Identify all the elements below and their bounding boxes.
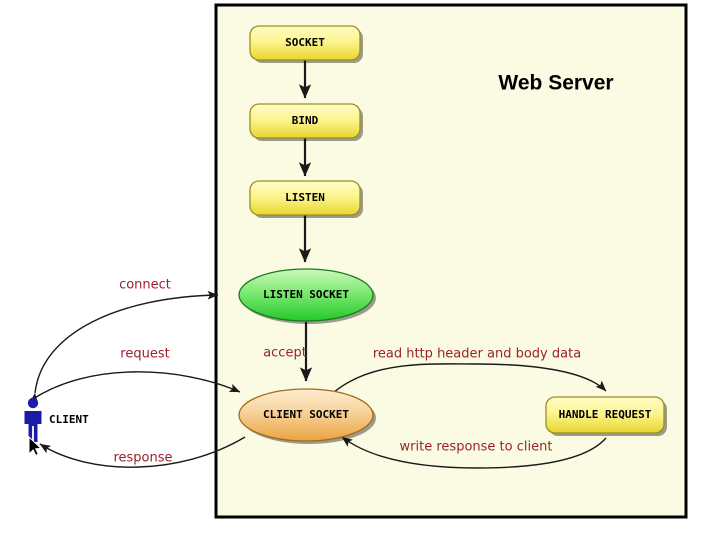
node-client-socket-ellipse (238, 388, 374, 442)
edge-write-response-line (341, 436, 607, 469)
node-handle-request-label: HANDLE REQUEST (559, 408, 652, 421)
node-handle-request-rect (545, 396, 665, 434)
node-bind-label: BIND (292, 114, 319, 127)
node-client-socket[interactable]: CLIENT SOCKET (238, 388, 376, 444)
node-socket-rect (249, 25, 361, 61)
mouse-pointer-shape (28, 435, 43, 457)
edge-request: request (32, 347, 241, 400)
node-listen[interactable]: LISTEN (249, 180, 363, 218)
edge-label-response: response (113, 451, 172, 466)
node-handle-request[interactable]: HANDLE REQUEST (545, 396, 667, 436)
edge-write-response: write response to client (341, 436, 607, 469)
edge-connect: connect (29, 278, 219, 404)
node-socket-label: SOCKET (285, 36, 325, 49)
mouse-pointer-icon (28, 435, 43, 457)
edge-label-connect: connect (119, 278, 171, 293)
edge-response-line (39, 436, 246, 468)
edge-response: response (39, 436, 246, 468)
edge-label-accept: accept (263, 346, 307, 361)
node-socket[interactable]: SOCKET (249, 25, 363, 63)
person-icon (24, 397, 42, 442)
node-listen-socket[interactable]: LISTEN SOCKET (238, 268, 376, 324)
node-bind-rect (249, 103, 361, 139)
node-listen-label: LISTEN (285, 191, 325, 204)
edge-label-write-response: write response to client (400, 440, 553, 455)
node-listen-socket-ellipse (238, 268, 374, 322)
node-listen-socket-label: LISTEN SOCKET (263, 288, 349, 301)
edge-label-request: request (120, 347, 169, 362)
edge-accept: accept (263, 322, 313, 382)
actor-client-label: CLIENT (49, 413, 89, 426)
edge-read-http: read http header and body data (332, 347, 607, 394)
edge-connect-line (29, 290, 219, 404)
node-bind[interactable]: BIND (249, 103, 363, 141)
web-server-title: Web Server (498, 72, 613, 95)
edge-request-line (32, 371, 241, 400)
node-client-socket-label: CLIENT SOCKET (263, 408, 349, 421)
actor-client[interactable]: CLIENT (24, 397, 90, 442)
node-listen-rect (249, 180, 361, 216)
edge-label-read-http: read http header and body data (373, 347, 581, 362)
edge-read-http-line (332, 363, 607, 394)
